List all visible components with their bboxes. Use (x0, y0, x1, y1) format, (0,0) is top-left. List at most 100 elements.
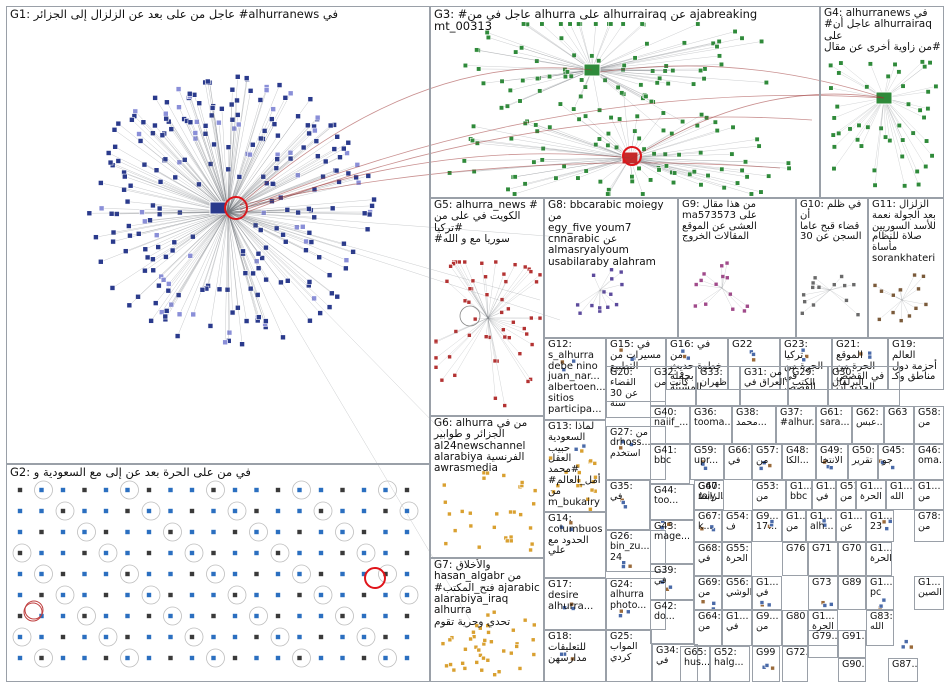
group-box-s13: G1... pc (866, 576, 894, 610)
node-avatar-icon (469, 137, 476, 144)
node-avatar-icon (887, 138, 893, 144)
inter-group-edge (227, 211, 561, 321)
node-avatar-icon (828, 62, 834, 68)
node-avatar-icon (462, 259, 468, 265)
graph-edge (591, 64, 722, 71)
node-avatar-icon (618, 269, 624, 275)
node-avatar-icon (175, 86, 182, 92)
group-label-g52: G52: halg... (714, 647, 744, 669)
group-box-g14: G14: columbuos الحدود مع علي (544, 512, 606, 578)
node-avatar-icon (144, 254, 151, 261)
graph-edge (591, 23, 610, 71)
graph-edge (487, 308, 509, 319)
self-loop-ring-icon (227, 501, 247, 521)
node-avatar-icon (867, 61, 873, 67)
graph-edge (205, 125, 229, 213)
node-avatar-icon (854, 137, 861, 143)
node-avatar-icon (303, 247, 309, 254)
node-avatar-icon (167, 487, 174, 493)
self-loop-ring-icon (399, 501, 419, 521)
node-avatar-icon (207, 323, 214, 329)
node-avatar-icon (103, 487, 109, 493)
node-avatar-icon (339, 487, 346, 493)
graph-edge (227, 89, 233, 213)
graph-edge (227, 211, 330, 276)
graph-edge (721, 287, 745, 312)
node-avatar-icon (705, 172, 711, 179)
node-avatar-icon (192, 130, 199, 136)
node-avatar-icon (192, 135, 199, 142)
group-box-g91: G91... (838, 630, 866, 658)
node-avatar-icon (597, 179, 603, 185)
node-avatar-icon (229, 116, 236, 123)
node-avatar-icon (121, 186, 127, 193)
node-avatar-icon (333, 167, 340, 174)
node-avatar-icon (448, 264, 453, 269)
group-box-g67: G67: k... (694, 510, 722, 542)
graph-edge (195, 132, 229, 213)
graph-edge (610, 117, 631, 159)
group-box-s11: G1... الحرة (866, 542, 892, 576)
graph-edge (465, 65, 593, 71)
node-avatar-icon (485, 470, 490, 476)
node-avatar-icon (157, 179, 164, 185)
node-avatar-icon (447, 637, 453, 643)
node-avatar-icon (280, 334, 286, 341)
group-label-g31: G31: من العراق في (744, 367, 785, 389)
node-avatar-icon (38, 508, 45, 514)
node-avatar-icon (551, 489, 556, 495)
node-avatar-icon (596, 58, 602, 64)
node-avatar-icon (537, 88, 543, 94)
node-avatar-icon (329, 205, 336, 212)
node-avatar-icon (210, 508, 217, 514)
graph-edge (812, 287, 831, 291)
node-avatar-icon (105, 150, 112, 156)
group-label-g55: G55: الحرة (726, 543, 749, 565)
group-box-g55: G55: الحرة (722, 542, 752, 576)
graph-edge (168, 211, 229, 285)
node-avatar-icon (913, 306, 919, 311)
graph-edge (227, 211, 315, 218)
group-box-g68: G68: في (694, 542, 722, 576)
group-label-g70: G70 (842, 543, 862, 554)
graph-edge (629, 112, 664, 159)
graph-edge (206, 211, 229, 289)
group-box-g90: G90... (838, 658, 866, 682)
graph-edge (829, 289, 847, 301)
node-avatar-icon (243, 75, 250, 81)
node-avatar-icon (583, 113, 589, 119)
node-avatar-icon (916, 181, 922, 188)
graph-edge (227, 211, 247, 322)
group-box-g25: G25: المواب كردي (606, 630, 652, 682)
node-avatar-icon (651, 151, 657, 157)
group-box-g7: G7: والأخلاق hasan_algabr من #فتح_المكتب… (430, 558, 544, 682)
node-avatar-icon (317, 310, 323, 316)
node-avatar-icon (501, 271, 507, 277)
self-loop-ring-icon (313, 501, 333, 521)
node-avatar-icon (181, 157, 188, 163)
graph-edge (523, 23, 593, 71)
group-box-g57: G57: من (752, 444, 782, 480)
graph-edge (629, 157, 748, 178)
node-avatar-icon (890, 310, 896, 315)
node-avatar-icon (531, 622, 537, 628)
group-box-g1: G1: عاجل من على بعد عن الزلزال إلى الجزا… (6, 6, 430, 464)
graph-edge (813, 282, 831, 291)
node-avatar-icon (508, 650, 514, 656)
graph-edge (629, 130, 718, 159)
node-avatar-icon (687, 171, 693, 177)
graph-edge (227, 119, 233, 213)
node-avatar-icon (474, 623, 480, 628)
graph-edge (227, 161, 326, 213)
graph-edge (535, 124, 631, 159)
node-avatar-icon (452, 528, 458, 533)
graph-edge (174, 211, 229, 243)
node-avatar-icon (766, 173, 772, 179)
graph-edge (487, 266, 526, 319)
node-avatar-icon (146, 487, 152, 493)
node-avatar-icon (537, 272, 543, 278)
node-avatar-icon (802, 299, 807, 304)
node-avatar-icon (713, 281, 719, 287)
group-box-s16: G9... من (752, 610, 782, 646)
node-avatar-icon (636, 165, 642, 171)
